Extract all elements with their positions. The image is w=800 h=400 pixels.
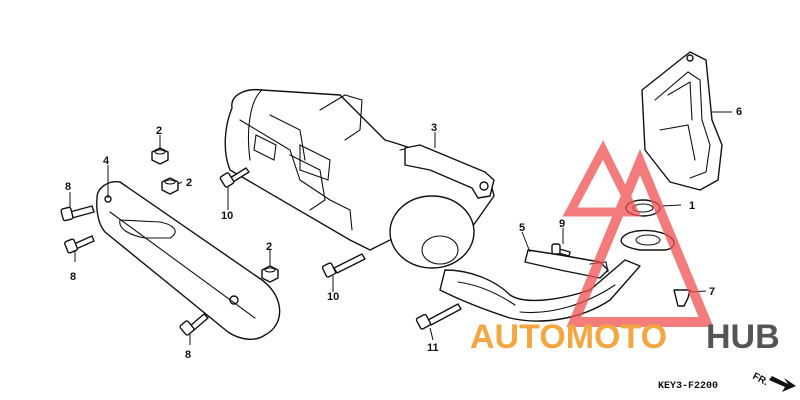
nut-2-top: [151, 147, 169, 165]
callout-1: 1: [689, 200, 695, 212]
watermark-text: AUTOMOTO HUB: [470, 318, 780, 356]
bolt-9: [551, 243, 571, 257]
leader-lines: [69, 111, 732, 345]
watermark-triangle-left: [562, 140, 642, 217]
callout-2-top: 2: [156, 125, 162, 137]
muffler-protector: [96, 181, 281, 340]
callout-10-top: 10: [221, 210, 233, 222]
bolt-8-middle: [64, 235, 95, 254]
callout-2-bottom: 2: [266, 241, 272, 253]
callout-5: 5: [519, 222, 525, 234]
exhaust-pipe: [439, 259, 641, 322]
watermark-brand-part2: HUB: [706, 318, 780, 356]
direction-label: FR.: [751, 371, 771, 388]
callout-9: 9: [559, 218, 565, 230]
callout-4: 4: [103, 155, 110, 167]
callout-8-bottom: 8: [185, 349, 191, 361]
nut-2-middle: [161, 177, 179, 195]
nut-2-bottom: [261, 265, 279, 283]
callout-6: 6: [736, 106, 742, 118]
front-direction-indicator: FR.: [751, 371, 796, 392]
callout-2-middle: 2: [186, 177, 192, 189]
callout-8-middle: 8: [70, 271, 76, 283]
diagram-code: KEY3-F2200: [658, 381, 718, 392]
bolt-8-top: [60, 205, 95, 222]
callout-10-bottom: 10: [327, 291, 339, 303]
watermark-logo: [562, 140, 714, 327]
bolt-10-top: [219, 167, 250, 188]
callout-numbers: 1 2 2 2 3 4 5 6 7 8 8 8 9 10 10 11: [65, 106, 742, 361]
callout-8-top: 8: [65, 181, 71, 193]
callout-7: 7: [709, 286, 715, 298]
heat-shield-cover: [641, 51, 723, 191]
bolt-11: [415, 303, 462, 330]
bolt-10-bottom: [321, 253, 366, 278]
direction-arrow-icon: [769, 376, 796, 392]
callout-3: 3: [431, 122, 437, 134]
muffler-body: [224, 88, 495, 269]
callout-11: 11: [427, 342, 439, 354]
watermark-brand-part1: AUTOMOTO: [470, 318, 667, 356]
clip-7: [673, 289, 691, 307]
bolt-8-bottom: [179, 313, 209, 336]
watermark-triangle-right: [566, 148, 714, 327]
